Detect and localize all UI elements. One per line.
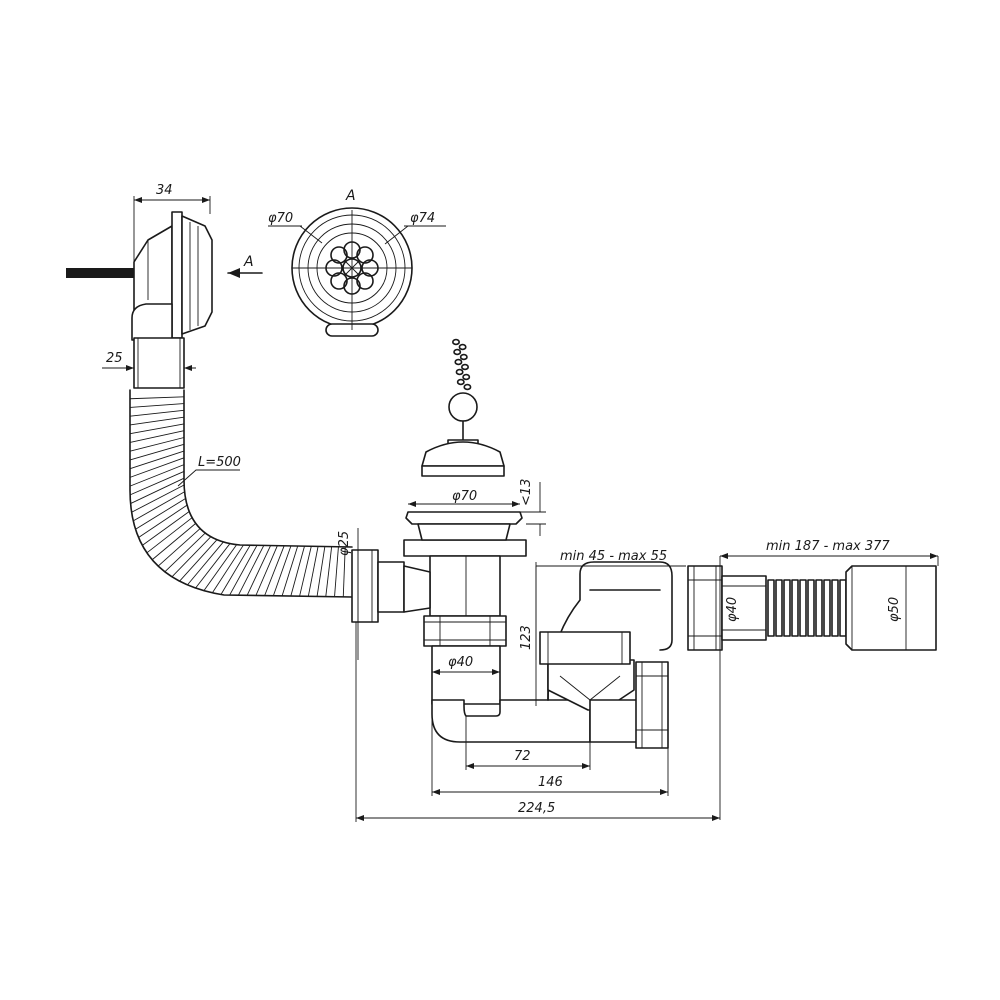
hose-rib <box>129 464 185 487</box>
hose-rib <box>142 511 190 546</box>
outlet-rib <box>783 579 791 637</box>
hose-rib <box>135 498 186 530</box>
chain-link <box>455 368 464 376</box>
hose-rib <box>220 544 251 595</box>
outlet-rib <box>775 579 783 637</box>
hose-rib <box>129 396 185 400</box>
outlet-rib <box>831 579 839 637</box>
hose-rib <box>299 546 312 597</box>
drain-body <box>403 511 673 749</box>
outlet-rib <box>767 579 775 637</box>
hose-rib <box>129 430 185 443</box>
hose-rib <box>290 546 305 597</box>
side-connector <box>351 549 431 623</box>
hose-rib <box>316 546 326 597</box>
hose-rib <box>179 539 218 582</box>
hose-rib <box>138 504 188 538</box>
chain-link <box>454 358 463 366</box>
dim-34-label: 34 <box>156 183 173 198</box>
view-a-title: A <box>345 188 356 204</box>
view-arrow <box>227 268 263 278</box>
hose-rib <box>272 545 292 596</box>
hose-rib <box>129 423 185 435</box>
outlet-rib <box>823 579 831 637</box>
dim-224-label: 224,5 <box>518 801 555 816</box>
hose-rib <box>129 450 185 470</box>
hose-rib <box>255 545 278 596</box>
outlet-rib <box>815 579 823 637</box>
hose-rib <box>238 545 265 596</box>
hose-rib <box>212 544 244 594</box>
dim-123-label: 123 <box>519 625 534 650</box>
outlet-rib <box>799 579 807 637</box>
hose-length-label: L=500 <box>198 455 241 470</box>
hose-rib <box>171 536 212 578</box>
hose-rib <box>229 545 258 596</box>
hose-rib <box>129 471 185 496</box>
hose-rib <box>187 541 224 586</box>
hose-rib <box>129 403 185 408</box>
hose-rib <box>157 528 201 567</box>
outlet-rib <box>807 579 815 637</box>
outlet-rib <box>791 579 799 637</box>
view-a-grille <box>291 207 413 337</box>
corrugated-hose <box>129 389 353 598</box>
dim-72-label: 72 <box>514 749 531 764</box>
hose-rib <box>195 543 231 589</box>
hose-rib <box>133 491 185 522</box>
dim-phi25-label: φ25 <box>337 531 352 556</box>
hose-rib <box>203 544 238 591</box>
dim-phi70-view-label: φ70 <box>268 211 293 226</box>
hose-rib <box>307 546 319 597</box>
hose-rib <box>129 443 185 461</box>
hose-rib <box>131 484 185 513</box>
hose-rib <box>130 477 185 504</box>
hose-rib <box>334 546 339 597</box>
hose-rib <box>264 545 285 596</box>
hose-rib <box>342 546 346 597</box>
dim-phi70-label: φ70 <box>452 489 477 504</box>
dim-phi50-label: φ50 <box>887 597 902 622</box>
chain-and-stopper <box>421 338 505 477</box>
chain-link <box>460 363 469 371</box>
overflow-head <box>66 211 213 341</box>
dim-45-55-label: min 45 - max 55 <box>560 549 667 564</box>
dim-phi40-right-label: φ40 <box>725 597 740 622</box>
hose-rib <box>129 457 185 478</box>
chain-link <box>458 343 467 351</box>
outlet-connector <box>687 565 937 651</box>
dim-25-label: 25 <box>106 351 123 366</box>
overflow-pipe <box>133 337 185 389</box>
chain-link <box>459 353 468 361</box>
hose-rib <box>129 416 185 426</box>
hose-rib <box>325 546 333 597</box>
hose-rib <box>146 517 193 554</box>
dim-187-377-label: min 187 - max 377 <box>766 539 890 554</box>
outlet-rib <box>839 579 847 637</box>
hose-rib <box>164 532 206 573</box>
chain-link <box>462 373 471 381</box>
hose-rib <box>129 437 185 452</box>
dim-phi40-bottom-label: φ40 <box>448 655 473 670</box>
dim-phi74-view-label: φ74 <box>410 211 435 226</box>
arrow-a-label: A <box>243 254 254 270</box>
hose-rib <box>129 409 185 417</box>
chain-link <box>456 378 465 386</box>
hose-rib <box>246 545 271 596</box>
chain-link <box>453 348 462 356</box>
hose-rib <box>281 545 299 597</box>
chain-link <box>463 383 472 391</box>
chain-link <box>451 338 460 346</box>
dimension-lines <box>102 196 939 822</box>
dim-13-label: <13 <box>519 479 534 506</box>
dim-146-label: 146 <box>538 775 563 790</box>
hose-rib <box>151 523 197 561</box>
